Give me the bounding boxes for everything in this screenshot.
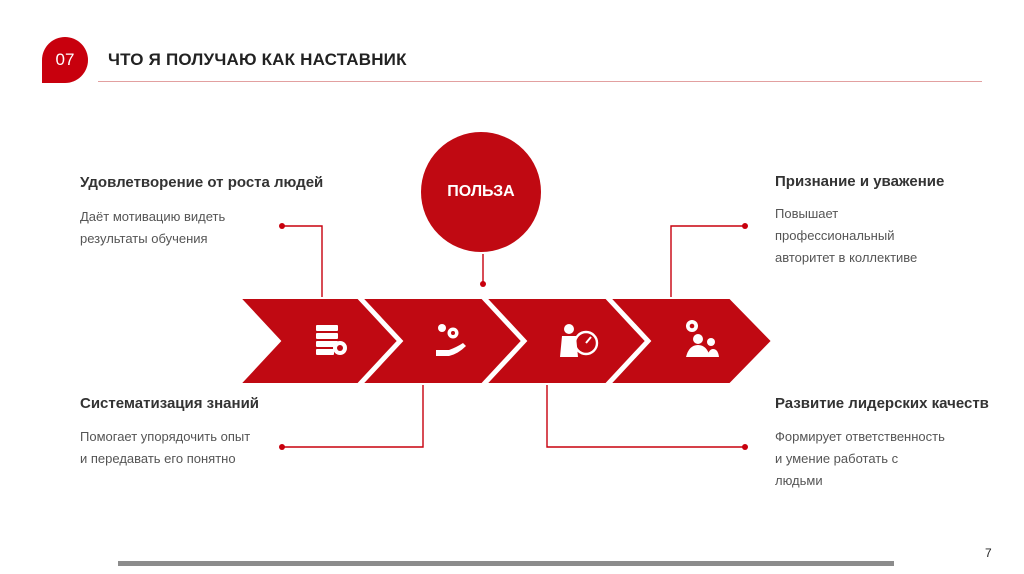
connector-dot (480, 281, 486, 287)
block-title-top-left: Удовлетворение от роста людей (80, 174, 324, 191)
team-gear-icon (686, 320, 719, 357)
connector-bottom-right (546, 384, 745, 448)
center-label: ПОЛЬЗА (447, 183, 515, 200)
chevron-arrow-4 (607, 297, 774, 385)
block-title-bottom-left: Систематизация знаний (80, 395, 260, 412)
connector-top-right (670, 225, 745, 298)
connector-dot (742, 223, 748, 229)
text-line: Формирует ответственность (775, 429, 945, 444)
chevron-arrow-2 (359, 297, 524, 385)
block-title-top-right: Признание и уважение (775, 173, 945, 190)
connector-dot (279, 444, 285, 450)
text-line: и умение работать с (775, 451, 899, 466)
connector-bottom-left (282, 384, 424, 448)
section-number-badge: 07 (42, 37, 88, 83)
block-title-bottom-right: Развитие лидерских качеств (775, 395, 989, 412)
title-divider (98, 81, 982, 82)
block-text-bottom-left: Помогает упорядочить опыт и передавать е… (80, 426, 250, 470)
text-line: профессиональный (775, 228, 895, 243)
footer-bar (118, 561, 894, 566)
hand-gears-icon (436, 324, 466, 356)
section-number: 07 (55, 50, 75, 69)
connector-top-left (282, 225, 323, 298)
text-line: людьми (775, 473, 823, 488)
connector-dot (742, 444, 748, 450)
server-gear-icon (316, 325, 347, 355)
block-text-top-right: Повышает профессиональный авторитет в ко… (775, 203, 917, 269)
connector-dot (279, 223, 285, 229)
text-line: Даёт мотивацию видеть (80, 209, 226, 224)
slide-title: ЧТО Я ПОЛУЧАЮ КАК НАСТАВНИК (108, 50, 407, 69)
worker-clock-icon (560, 324, 599, 357)
page-number: 7 (985, 546, 992, 560)
text-line: Помогает упорядочить опыт (80, 429, 251, 444)
text-line: и передавать его понятно (80, 451, 236, 466)
block-text-bottom-right: Формирует ответственность и умение работ… (775, 426, 945, 492)
center-circle: ПОЛЬЗА (421, 132, 541, 252)
text-line: авторитет в коллективе (775, 250, 918, 265)
text-line: результаты обучения (80, 231, 208, 246)
block-text-top-left: Даёт мотивацию видеть результаты обучени… (80, 206, 225, 250)
text-line: Повышает (775, 206, 839, 221)
